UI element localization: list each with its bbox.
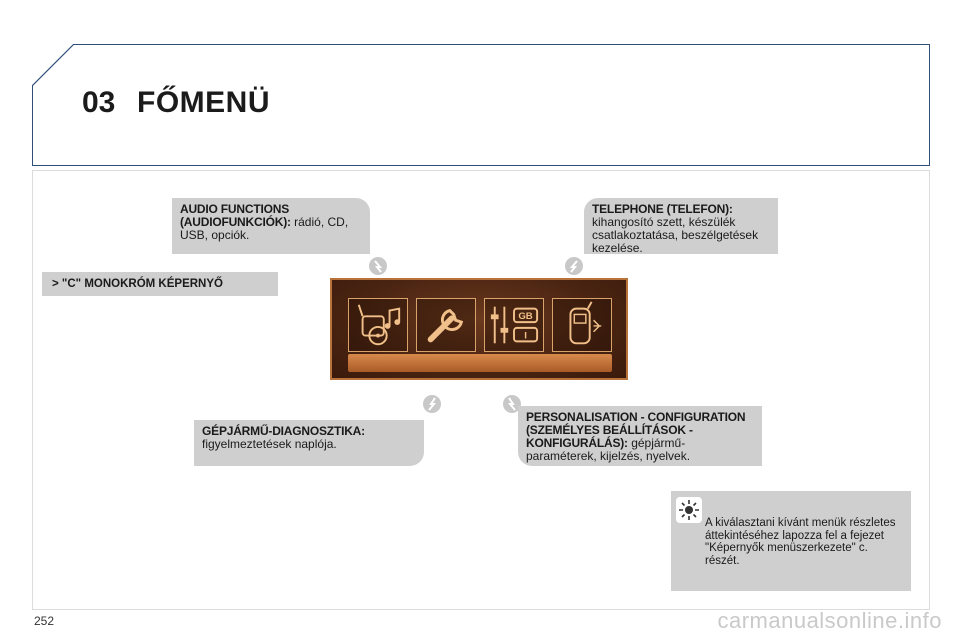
audio-functions-title: AUDIO FUNCTIONS (AUDIOFUNKCIÓK): [180, 202, 291, 229]
tip-text: A kiválasztani kívánt menük részletes át… [705, 517, 896, 567]
telephone-title: TELEPHONE (TELEFON): [592, 202, 733, 216]
chapter-header [32, 44, 930, 166]
diagnostics-tile [416, 298, 476, 352]
audio-media-icon [357, 304, 401, 346]
settings-language-icon: GB I [490, 306, 539, 344]
main-menu-screen: GB I [330, 278, 628, 380]
diagnostics-desc: figyelmeztetések naplója. [202, 437, 337, 451]
watermark: carmanualsonline.info [717, 608, 942, 633]
audio-functions-box: AUDIO FUNCTIONS (AUDIOFUNKCIÓK): rádió, … [172, 198, 370, 254]
telephone-desc: kihangosító szett, készülék csatlakoztat… [592, 215, 759, 255]
selection-bar [348, 354, 612, 372]
telephone-box: TELEPHONE (TELEFON): kihangosító szett, … [584, 198, 778, 255]
personalisation-box: PERSONALISATION - CONFIGURATION (SZEMÉLY… [518, 406, 762, 466]
arrow-down-left-icon [565, 257, 583, 275]
sun-tip-icon [676, 497, 702, 523]
audio-functions-desc: rádió, CD, USB, opciók. [180, 215, 349, 242]
language-label-gb: GB [518, 311, 532, 322]
telephone-tile [552, 298, 612, 352]
arrow-up-right-icon [423, 395, 441, 413]
diagnostics-title: GÉPJÁRMŰ-DIAGNOSZTIKA: [202, 424, 365, 438]
chapter-number: 03 [82, 86, 116, 119]
diagnostics-box: GÉPJÁRMŰ-DIAGNOSZTIKA: figyelmeztetések … [194, 420, 424, 466]
tip-box: A kiválasztani kívánt menük részletes át… [671, 491, 911, 591]
page-title: FŐMENÜ [137, 86, 270, 119]
wrench-icon [427, 308, 464, 343]
personalisation-tile: GB I [484, 298, 544, 352]
audio-tile [348, 298, 408, 352]
arrow-down-right-icon [369, 257, 387, 275]
language-label-i: I [524, 330, 527, 341]
monochrome-screen-label: > "C" MONOKRÓM KÉPERNYŐ [42, 272, 278, 296]
page-number: 252 [34, 614, 55, 628]
phone-icon [569, 301, 602, 345]
arrow-up-left-icon [503, 395, 521, 413]
personalisation-desc: gépjármű-paraméterek, kijelzés, nyelvek. [526, 436, 691, 463]
personalisation-title: PERSONALISATION - CONFIGURATION (SZEMÉLY… [526, 410, 746, 450]
